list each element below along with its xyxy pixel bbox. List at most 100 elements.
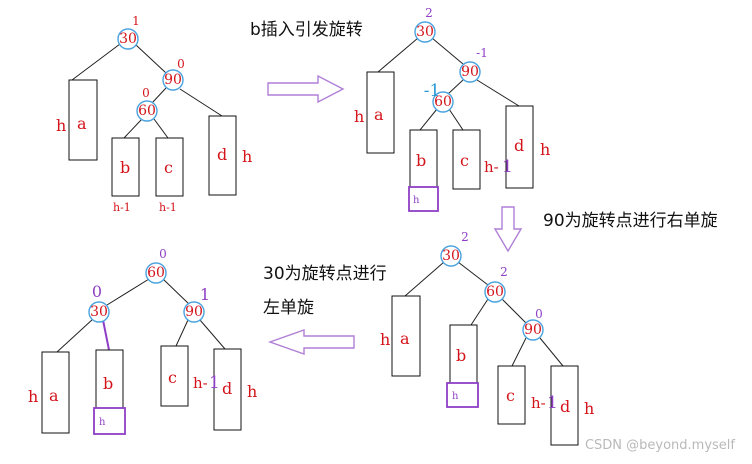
node-key: 30 — [90, 304, 108, 320]
subtree-d — [550, 365, 579, 446]
subtree-d — [505, 105, 534, 189]
height-label: h-1 — [159, 201, 177, 214]
subtree-a — [41, 351, 70, 434]
height-label: h — [540, 140, 550, 159]
balance-factor: 0 — [177, 57, 185, 71]
node-key: 90 — [164, 72, 182, 88]
inserted-height-label: h — [413, 195, 420, 206]
caption-step-3-line-1: 30为旋转点进行 — [263, 264, 387, 284]
subtree-c — [452, 129, 481, 190]
balance-factor: 0 — [535, 307, 543, 321]
balance-factor: -1 — [476, 46, 488, 60]
subtree-a — [391, 295, 421, 377]
tree-node — [88, 301, 110, 323]
subtree-label: c — [460, 151, 469, 170]
balance-factor: 0 — [159, 247, 167, 261]
caption-step-3-line-2: 左单旋 — [263, 298, 314, 318]
tree-node — [432, 91, 454, 113]
subtree-label: b — [456, 346, 466, 365]
subtree-label: a — [77, 114, 87, 133]
node-key: 60 — [147, 265, 165, 281]
height-label: h — [247, 382, 257, 401]
subtree-label: a — [400, 329, 410, 348]
subtree-label: c — [164, 158, 173, 177]
node-key: 90 — [461, 64, 479, 80]
balance-factor: 2 — [500, 265, 508, 279]
subtree-b — [111, 137, 140, 197]
height-label: h-1 — [113, 201, 131, 214]
tree-1: a b c d h h h-1 h-1 30 1 90 0 60 0 — [56, 14, 252, 214]
inserted-height-label: h — [99, 417, 106, 428]
height-label: h — [242, 147, 252, 166]
subtree-label: d — [560, 397, 570, 416]
subtree-d — [208, 115, 237, 196]
subtree-c — [497, 365, 526, 425]
subtree-label: b — [416, 151, 426, 170]
node-key: 90 — [185, 304, 203, 320]
tree-node — [136, 100, 158, 122]
subtree-label: c — [506, 386, 515, 405]
height-label: h- — [531, 394, 546, 412]
height-label-one: 1 — [502, 157, 513, 177]
balance-factor: 2 — [461, 230, 469, 244]
subtree-a — [366, 71, 395, 154]
node-key: 30 — [416, 24, 434, 40]
tree-node — [183, 301, 205, 323]
down-arrow-icon — [493, 206, 523, 253]
node-key: 90 — [524, 322, 542, 338]
watermark: CSDN @beyond.myself — [585, 438, 735, 453]
height-label: h — [584, 399, 594, 418]
balance-factor: 1 — [200, 285, 210, 304]
tree-node — [459, 61, 481, 83]
balance-factor: 2 — [425, 6, 433, 20]
subtree-label: b — [103, 374, 113, 393]
subtree-label: b — [120, 158, 130, 177]
tree-node — [162, 69, 184, 91]
subtree-label: d — [514, 136, 524, 155]
height-label-one: 1 — [547, 393, 558, 413]
tree-node — [117, 28, 139, 50]
tree-node — [484, 281, 506, 303]
height-label: h — [56, 116, 66, 135]
tree-node — [145, 262, 167, 284]
inserted-height-label: h — [452, 391, 459, 402]
tree-node — [414, 21, 436, 43]
balance-factor: 0 — [142, 86, 150, 100]
subtree-label: a — [49, 386, 59, 405]
left-arrow-icon — [267, 329, 355, 355]
height-label: h- — [193, 374, 208, 392]
tree-4: a b c d h h h h- 1 60 0 30 0 90 1 — [28, 247, 257, 435]
caption-step-1: b插入引发旋转 — [250, 20, 363, 40]
subtree-label: a — [374, 105, 384, 124]
tree-3: a b c d h h h h- 1 30 2 60 2 90 0 — [380, 230, 594, 446]
caption-step-2: 90为旋转点进行右单旋 — [543, 211, 718, 231]
node-key: 30 — [442, 248, 460, 264]
node-key: 30 — [119, 31, 137, 47]
balance-factor: 0 — [92, 282, 102, 301]
height-label: h — [354, 107, 364, 126]
height-label-one: 1 — [209, 373, 220, 393]
subtree-c — [160, 345, 189, 407]
tree-2: a b c d h h h h- 1 30 2 90 -1 60 -1 — [354, 6, 550, 212]
node-key: 60 — [486, 284, 504, 300]
right-arrow-icon — [267, 74, 345, 104]
inserted-node-box — [93, 407, 126, 435]
height-label: h — [380, 330, 390, 349]
subtree-label: d — [222, 379, 232, 398]
subtree-c — [155, 137, 184, 197]
tree-node — [440, 245, 462, 267]
node-key: 60 — [434, 94, 452, 110]
tree-node — [522, 319, 544, 341]
height-label: h- — [484, 158, 499, 176]
balance-factor: 1 — [132, 14, 140, 28]
node-key: 60 — [138, 103, 156, 119]
balance-factor: -1 — [424, 81, 441, 101]
height-label: h — [28, 387, 38, 406]
inserted-node-box — [408, 186, 439, 212]
subtree-label: d — [217, 145, 227, 164]
subtree-d — [213, 348, 242, 431]
subtree-label: c — [168, 368, 177, 387]
inserted-node-box — [446, 382, 479, 408]
subtree-a — [68, 79, 98, 161]
